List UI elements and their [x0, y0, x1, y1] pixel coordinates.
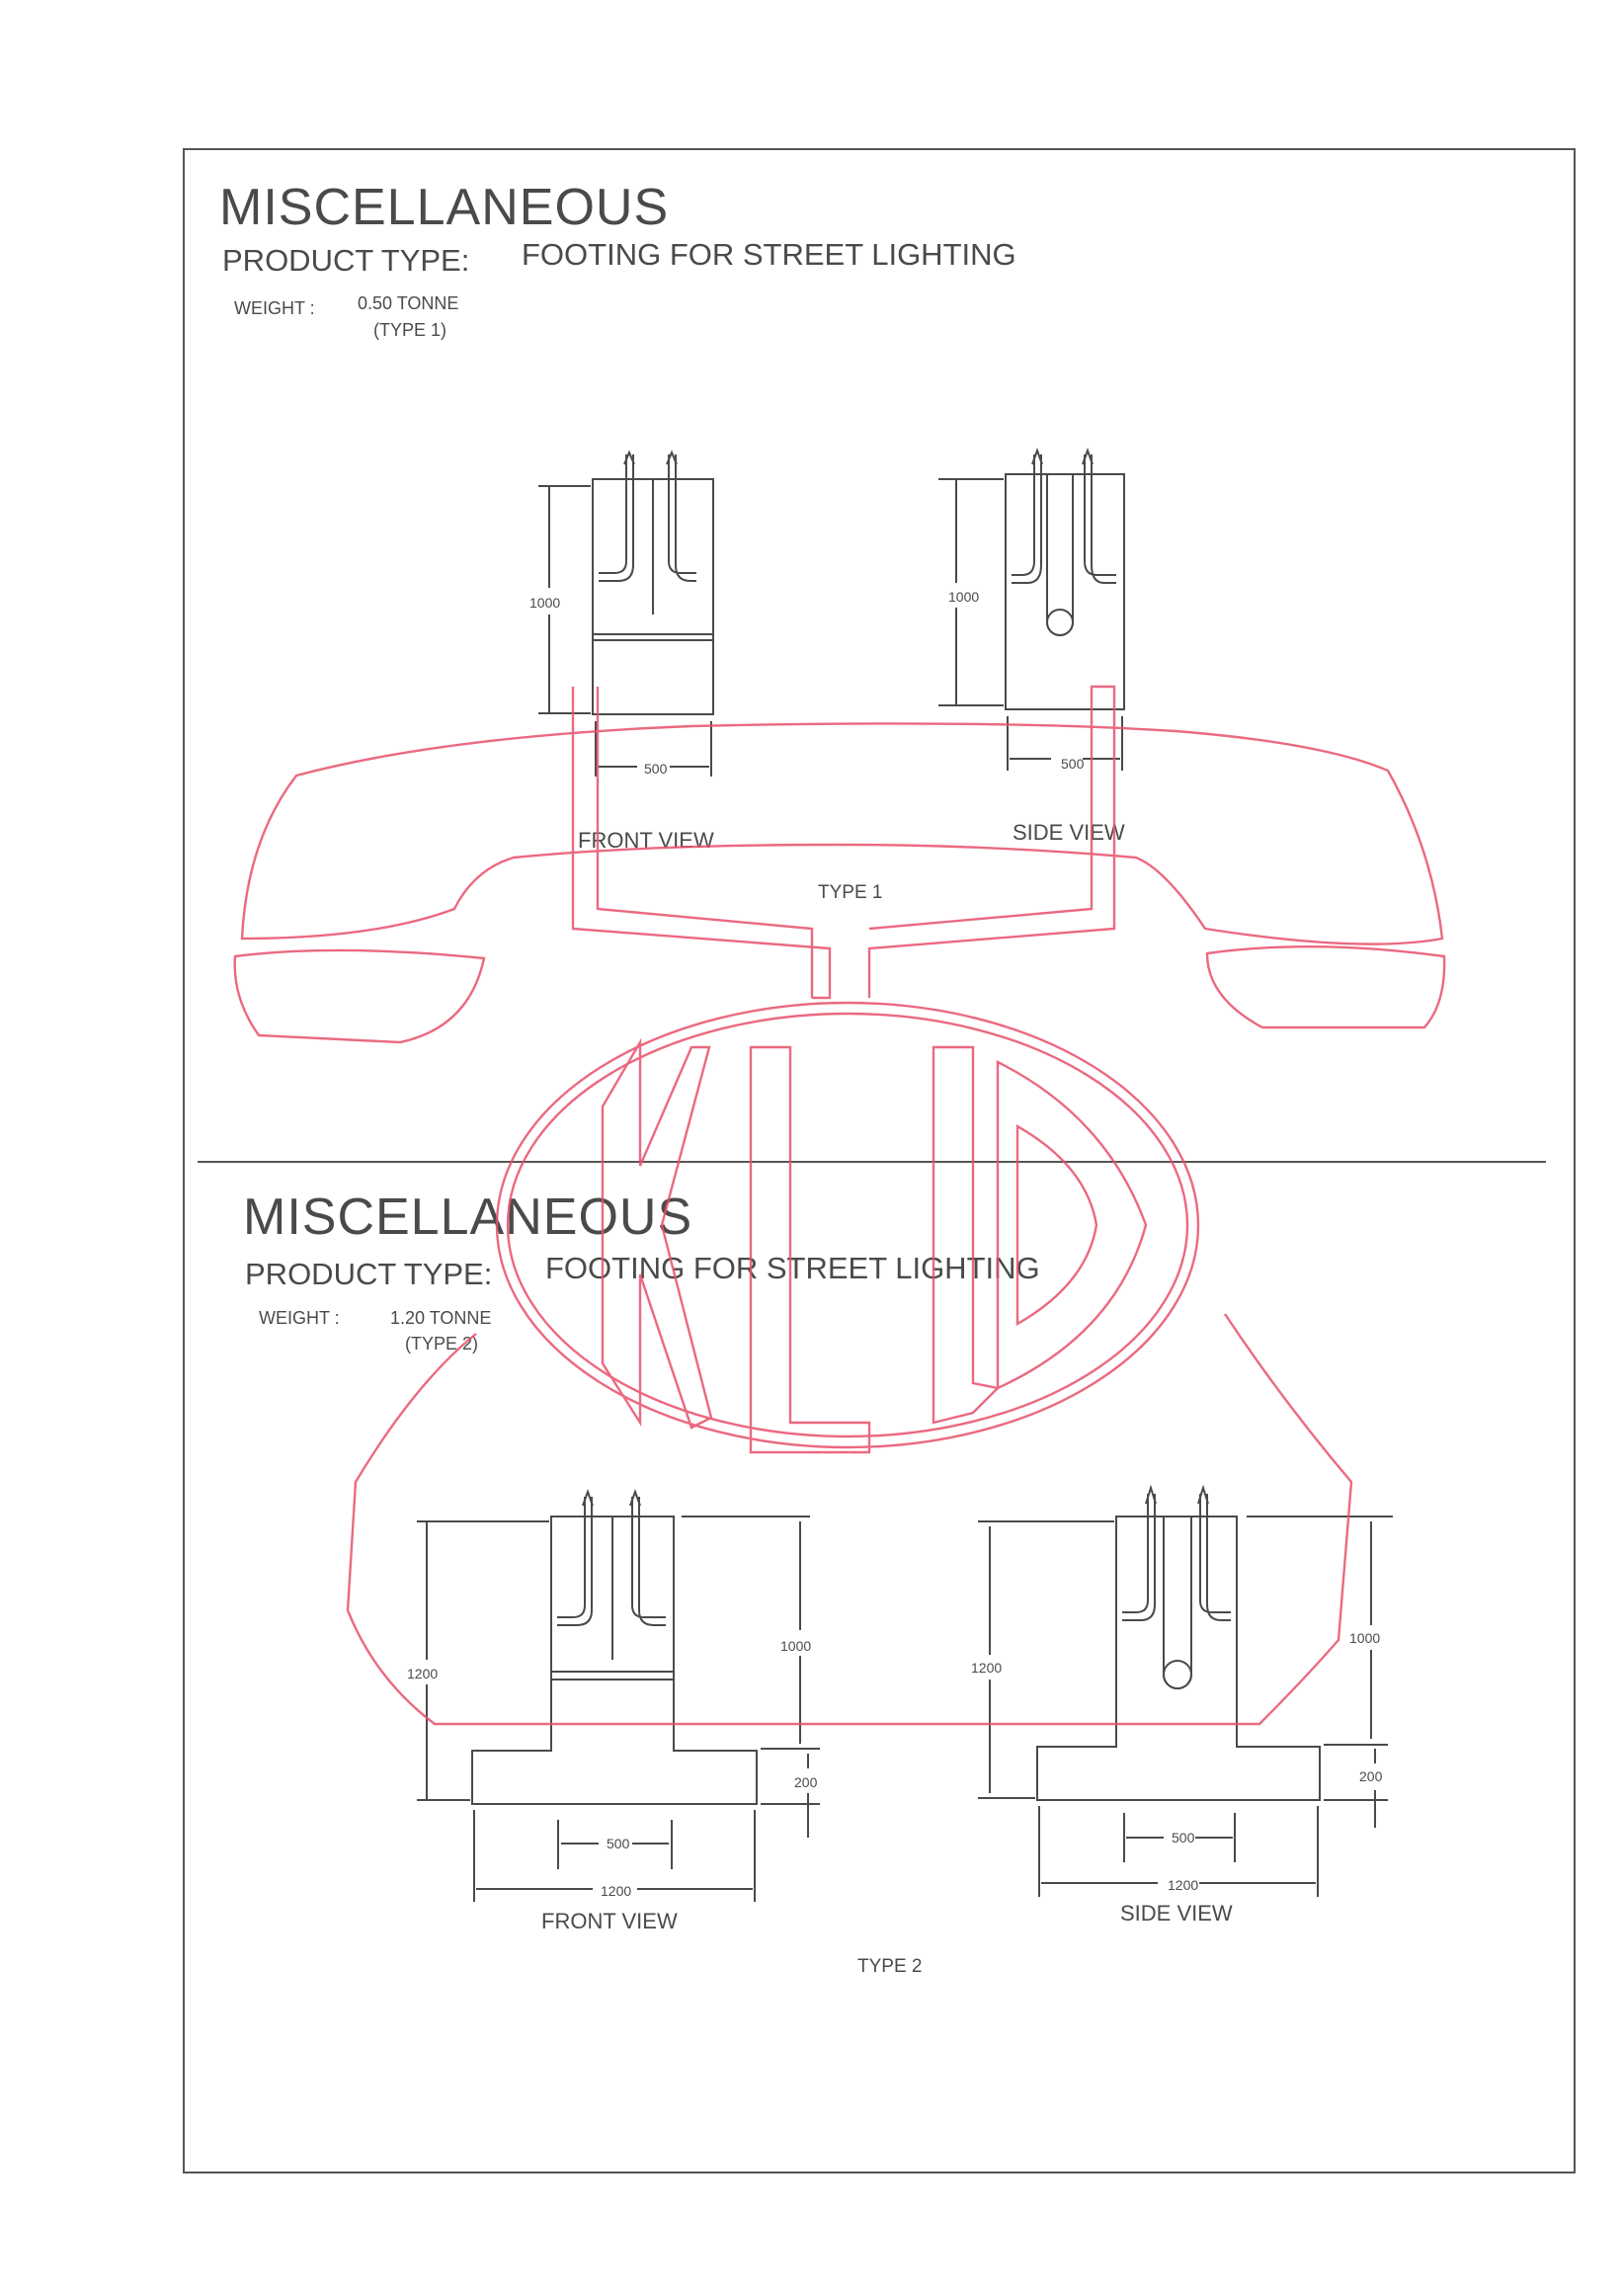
section1-side-width-dim: 500 — [1061, 756, 1085, 772]
section1-side-view-label: SIDE VIEW — [1013, 820, 1125, 845]
type1-front-view-drawing — [538, 450, 714, 777]
type2-front-footing — [471, 1516, 758, 1805]
section2-front-base-height-dim: 200 — [794, 1774, 818, 1790]
section2-front-column-width-dim: 500 — [607, 1836, 630, 1851]
type1-side-view-drawing — [938, 448, 1125, 771]
type2-side-view-drawing — [978, 1484, 1393, 1897]
section1-front-height-dim: 1000 — [529, 595, 561, 611]
section1-front-width-dim: 500 — [644, 761, 668, 777]
section2-side-base-height-dim: 200 — [1359, 1768, 1383, 1784]
section1-type-label: TYPE 1 — [818, 882, 883, 903]
section2-weight-label: WEIGHT : — [259, 1308, 340, 1328]
section1-type-note: (TYPE 1) — [373, 320, 447, 340]
section2-side-view-label: SIDE VIEW — [1120, 1901, 1233, 1926]
type2-side-footing — [1036, 1516, 1321, 1801]
section2-front-view-label: FRONT VIEW — [541, 1909, 678, 1933]
section2-side-total-height-dim: 1200 — [971, 1660, 1003, 1676]
section-divider — [198, 1161, 1546, 1163]
section2-title: MISCELLANEOUS — [243, 1189, 693, 1246]
section1-side-height-dim: 1000 — [948, 589, 980, 605]
kle-watermark-logo — [233, 685, 1446, 1726]
section1-product-type-value: FOOTING FOR STREET LIGHTING — [522, 237, 1016, 272]
type2-front-view-drawing — [417, 1489, 820, 1902]
section2-side-base-width-dim: 1200 — [1168, 1877, 1199, 1893]
section2-weight-value: 1.20 TONNE — [390, 1308, 492, 1328]
section2-front-base-width-dim: 1200 — [601, 1883, 632, 1899]
section1-title: MISCELLANEOUS — [219, 179, 670, 236]
type1-side-column — [1005, 473, 1125, 710]
section2-type-label: TYPE 2 — [857, 1956, 923, 1977]
drawing-sheet-border — [183, 148, 1576, 2173]
section2-product-type-value: FOOTING FOR STREET LIGHTING — [545, 1251, 1040, 1285]
section2-front-column-height-dim: 1000 — [780, 1638, 812, 1654]
section1-product-type-label: PRODUCT TYPE: — [222, 243, 470, 278]
section2-product-type-label: PRODUCT TYPE: — [245, 1257, 493, 1291]
section1-weight-value: 0.50 TONNE — [358, 293, 459, 313]
section2-side-column-width-dim: 500 — [1172, 1830, 1195, 1845]
section2-side-column-height-dim: 1000 — [1349, 1630, 1381, 1646]
section1-weight-label: WEIGHT : — [234, 298, 315, 318]
section2-front-total-height-dim: 1200 — [407, 1666, 439, 1681]
